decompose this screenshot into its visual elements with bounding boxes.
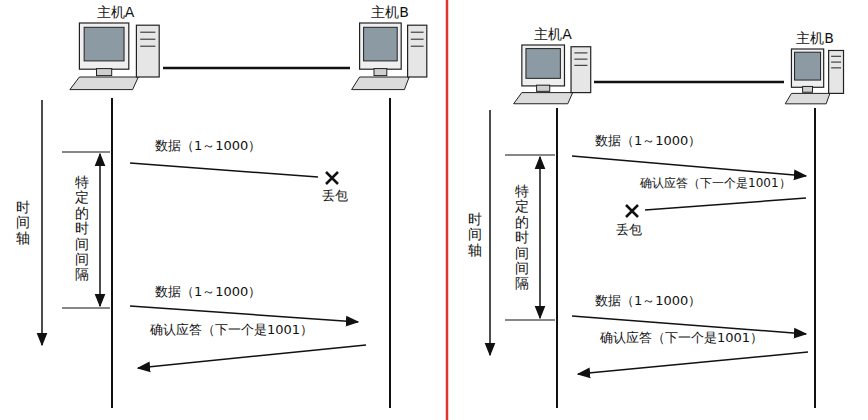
monitor-stand: [803, 86, 813, 92]
timeline: [389, 98, 391, 408]
loss-cross: [626, 205, 638, 217]
tower-case: [571, 47, 591, 93]
keyboard: [514, 92, 573, 103]
interval-arrow: [99, 154, 101, 306]
monitor: [360, 23, 402, 69]
timeline: [111, 98, 113, 408]
monitor-stand: [374, 68, 387, 75]
drive-bay: [411, 38, 424, 39]
vertical-label: 特定的时间间隔: [75, 175, 89, 283]
vertical-label: 时间轴: [468, 212, 482, 258]
host-label: 主机B: [784, 30, 846, 47]
monitor-stand: [97, 68, 112, 75]
drive-bay: [411, 45, 424, 46]
time-axis-arrow: [41, 100, 43, 345]
bracket-tick: [62, 152, 110, 153]
screen: [526, 48, 560, 78]
computer-icon: [68, 21, 163, 91]
screen: [84, 27, 124, 61]
timeline: [556, 108, 558, 408]
message-arrow: [578, 352, 808, 374]
keyboard: [70, 77, 138, 90]
network-cable: [163, 67, 350, 70]
host-computer: 主机B: [350, 4, 430, 91]
monitor-stand: [537, 85, 550, 91]
host-label: 主机A: [512, 26, 594, 43]
drive-bay: [831, 67, 841, 68]
monitor: [791, 49, 823, 87]
timeline: [814, 108, 816, 408]
message-arrow: [138, 345, 366, 368]
network-cable: [594, 81, 784, 84]
drive-bay: [574, 58, 587, 59]
loss-cross: [326, 172, 338, 184]
bracket-tick: [505, 155, 555, 156]
bracket-tick: [505, 320, 555, 321]
monitor: [522, 45, 565, 86]
drive-bay: [411, 31, 424, 32]
message-arrow: [130, 306, 358, 322]
drive-bay: [140, 31, 155, 32]
message-label: 丢包: [616, 222, 642, 238]
drive-bay: [140, 45, 155, 46]
tower-case: [136, 25, 159, 77]
message-label: 数据（1～1000）: [595, 133, 701, 149]
message-label: 数据（1～1000）: [155, 284, 261, 300]
host-computer: 主机A: [512, 26, 594, 105]
lost-message-line: [645, 198, 806, 210]
vertical-label: 特定的时间间隔: [515, 184, 529, 292]
host-computer: 主机A: [68, 4, 163, 91]
message-label: 数据（1～1000）: [595, 293, 701, 309]
message-label: 数据（1～1000）: [155, 138, 261, 154]
host-label: 主机A: [68, 4, 163, 21]
time-axis-arrow: [489, 110, 491, 355]
host-computer: 主机B: [784, 30, 846, 105]
computer-icon: [784, 47, 846, 105]
message-arrow: [572, 156, 806, 176]
host-label: 主机B: [350, 4, 430, 21]
interval-arrow: [539, 157, 541, 318]
bracket-tick: [62, 308, 110, 309]
screen: [364, 27, 398, 61]
divider-line: [446, 0, 449, 420]
computer-icon: [350, 21, 430, 91]
monitor: [79, 23, 128, 69]
message-label: 确认应答（下一个是1001）: [150, 322, 313, 338]
keyboard: [785, 93, 830, 103]
tower-case: [829, 50, 844, 93]
drive-bay: [574, 65, 587, 66]
tower-case: [408, 25, 427, 77]
keyboard: [352, 77, 410, 90]
drive-bay: [140, 38, 155, 39]
lost-message-line: [130, 163, 318, 177]
message-label: 丢包: [322, 188, 348, 204]
computer-icon: [512, 43, 594, 105]
message-label: 确认应答（下一个是1001）: [600, 330, 763, 346]
drive-bay: [574, 52, 587, 53]
screen: [795, 52, 821, 80]
message-label: 确认应答（下一个是1001）: [640, 176, 791, 191]
drive-bay: [831, 61, 841, 62]
drive-bay: [831, 56, 841, 57]
vertical-label: 时间轴: [16, 200, 30, 246]
